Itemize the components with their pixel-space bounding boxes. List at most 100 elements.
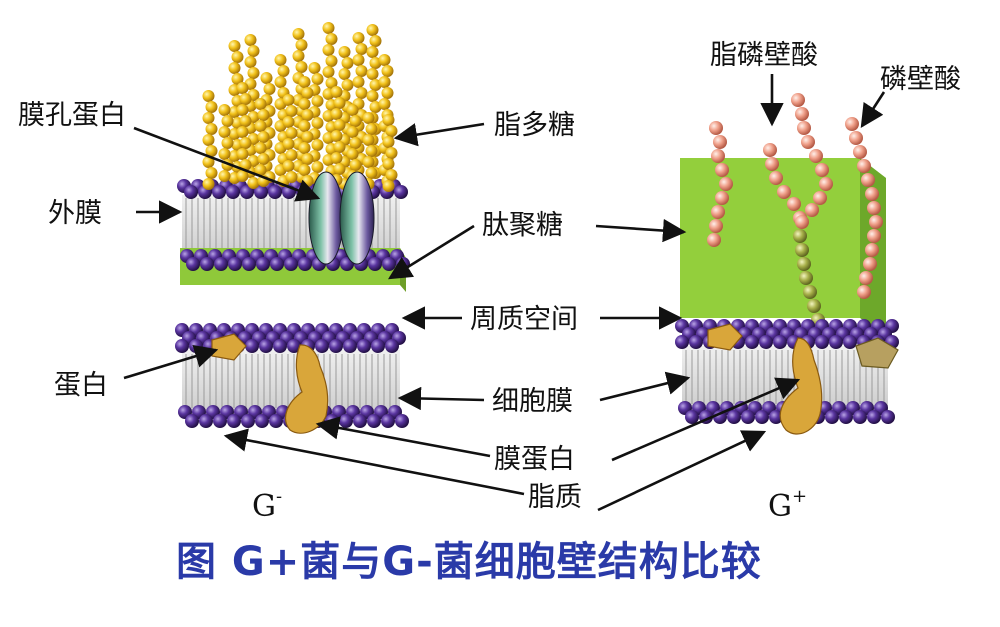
teichoic-bead	[845, 117, 859, 131]
lps-bead	[325, 55, 338, 67]
lipid-head	[357, 339, 371, 353]
lps-bead	[308, 62, 321, 74]
lipid-head	[270, 257, 284, 271]
lps-bead	[322, 22, 335, 34]
lps-bead	[202, 156, 215, 168]
lps-bead	[366, 68, 379, 80]
lipid-head	[240, 185, 254, 199]
lps-bead	[295, 39, 308, 51]
lps-bead	[330, 152, 343, 164]
lps-bead	[239, 137, 252, 149]
lps-bead	[247, 67, 260, 79]
lps-bead	[378, 76, 391, 88]
lipid-head	[385, 339, 399, 353]
lps-bead	[295, 61, 308, 73]
lipid-head	[769, 410, 783, 424]
lipid-head	[185, 414, 199, 428]
lps-bead	[352, 54, 365, 66]
teichoic-bead	[769, 171, 783, 185]
lipid-head	[353, 414, 367, 428]
lps-bead	[244, 34, 257, 46]
lps-bead	[228, 62, 241, 74]
teichoic-bead	[865, 187, 879, 201]
lps-bead	[236, 148, 249, 160]
lps-bead	[282, 116, 295, 128]
lipid-head	[815, 335, 829, 349]
teichoic-bead	[869, 215, 883, 229]
lps-bead	[330, 130, 343, 142]
lipid-head	[881, 410, 895, 424]
teichoic-bead	[809, 149, 823, 163]
lipid-head	[315, 339, 329, 353]
lipoteichoic-bead	[793, 229, 807, 243]
lps-bead	[333, 97, 346, 109]
lps-bead	[221, 115, 234, 127]
lps-bead	[341, 57, 354, 69]
lps-bead	[311, 117, 324, 129]
lipid-head	[773, 335, 787, 349]
lipid-head	[175, 339, 189, 353]
lps-bead	[322, 44, 335, 56]
lipid-head	[381, 414, 395, 428]
lps-bead	[346, 126, 359, 138]
lipid-head	[259, 339, 273, 353]
lps-bead	[338, 68, 351, 80]
lps-bead	[301, 175, 314, 187]
teichoic-bead	[819, 177, 833, 191]
lps-bead	[202, 178, 215, 190]
lps-bead	[298, 164, 311, 176]
lipid-head	[228, 257, 242, 271]
lps-bead	[325, 33, 338, 45]
label-peptidoglycan: 肽聚糖	[482, 210, 563, 241]
lps-bead	[282, 94, 295, 106]
lps-bead	[378, 98, 391, 110]
lps-bead	[247, 177, 260, 189]
teichoic-bead	[853, 145, 867, 159]
lps-bead	[298, 76, 311, 88]
lps-bead	[285, 127, 298, 139]
lps-bead	[385, 147, 398, 159]
lipid-head	[298, 257, 312, 271]
lipid-head	[226, 185, 240, 199]
lipid-head	[867, 410, 881, 424]
lps-bead	[239, 93, 252, 105]
lps-bead	[205, 123, 218, 135]
lps-bead	[257, 153, 270, 165]
lps-bead	[349, 137, 362, 149]
pointer-arrows	[123, 74, 886, 512]
label-lipoteichoic-acid: 脂磷壁酸	[710, 40, 818, 71]
lps-bead	[285, 171, 298, 183]
lps-bead	[349, 159, 362, 171]
lipid-head	[713, 410, 727, 424]
lps-bead	[301, 109, 314, 121]
teichoic-bead	[777, 185, 791, 199]
lps-bead	[311, 161, 324, 173]
label-gram-positive: G+	[768, 486, 808, 524]
lps-bead	[236, 126, 249, 138]
teichoic-bead	[707, 233, 721, 247]
gneg-membrane-protein	[211, 333, 329, 434]
lps-bead	[369, 35, 382, 47]
lipid-head	[241, 414, 255, 428]
label-membrane-protein: 膜蛋白	[494, 444, 575, 475]
lipopolysaccharide-chains	[202, 22, 398, 192]
lipid-head	[189, 339, 203, 353]
lps-bead	[330, 108, 343, 120]
lipid-head	[255, 414, 269, 428]
lps-bead	[355, 87, 368, 99]
lps-bead	[352, 76, 365, 88]
lps-bead	[382, 114, 395, 126]
lipid-head	[269, 414, 283, 428]
lps-bead	[254, 98, 267, 110]
lipid-head	[727, 410, 741, 424]
gpos-membrane-protein	[707, 323, 899, 435]
lps-bead	[382, 136, 395, 148]
lps-bead	[263, 83, 276, 95]
lipid-head	[825, 410, 839, 424]
lps-bead	[247, 45, 260, 57]
lps-bead	[301, 153, 314, 165]
lipid-head	[242, 257, 256, 271]
lps-bead	[301, 87, 314, 99]
lps-bead	[282, 160, 295, 172]
